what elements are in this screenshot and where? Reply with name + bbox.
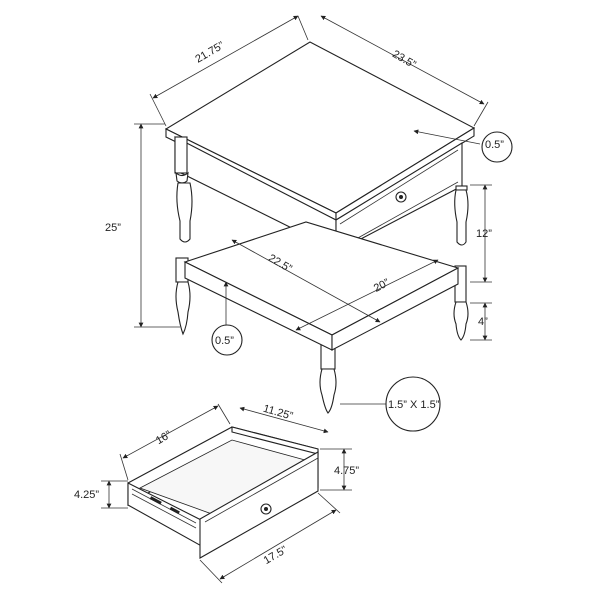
label-leg-section: 1.5” X 1.5” bbox=[388, 399, 440, 411]
drawer-front-knob bbox=[260, 503, 272, 515]
table-leg-left bbox=[174, 136, 193, 336]
drawer-drawing bbox=[127, 426, 319, 559]
drawer-knob bbox=[395, 191, 407, 203]
label-drawer-front-width: 17.5” bbox=[262, 544, 290, 567]
drawer-front-inner-line bbox=[339, 149, 459, 225]
label-top-width: 23.5” bbox=[390, 48, 418, 71]
callout-circle-shelf-thickness bbox=[211, 324, 243, 356]
label-drawer-depth: 16” bbox=[154, 429, 174, 448]
label-top-depth: 21.75” bbox=[193, 39, 226, 65]
callout-circle-leg-section bbox=[385, 376, 441, 432]
label-drawer-inner-width: 11.25” bbox=[262, 403, 295, 423]
label-drawer-height: 4.25” bbox=[74, 489, 99, 501]
table-leg-back-right bbox=[453, 185, 469, 341]
tabletop-right-edge bbox=[335, 127, 475, 221]
label-shelf-thickness: 0.5” bbox=[215, 335, 234, 347]
label-drawer-inner-height: 4.75” bbox=[334, 465, 359, 477]
callout-circle-top-thickness bbox=[481, 131, 513, 163]
label-shelf-clearance: 4” bbox=[478, 316, 488, 328]
label-top-thickness: 0.5” bbox=[485, 139, 504, 151]
drawer-front-lower-line bbox=[339, 181, 459, 249]
label-apron-height: 12” bbox=[476, 228, 492, 240]
drawer-slide bbox=[131, 488, 197, 529]
table-dimension-lines bbox=[134, 15, 492, 405]
label-overall-height: 25” bbox=[105, 222, 121, 234]
drawer-dimension-lines bbox=[101, 403, 352, 584]
end-table-drawing bbox=[164, 41, 476, 414]
